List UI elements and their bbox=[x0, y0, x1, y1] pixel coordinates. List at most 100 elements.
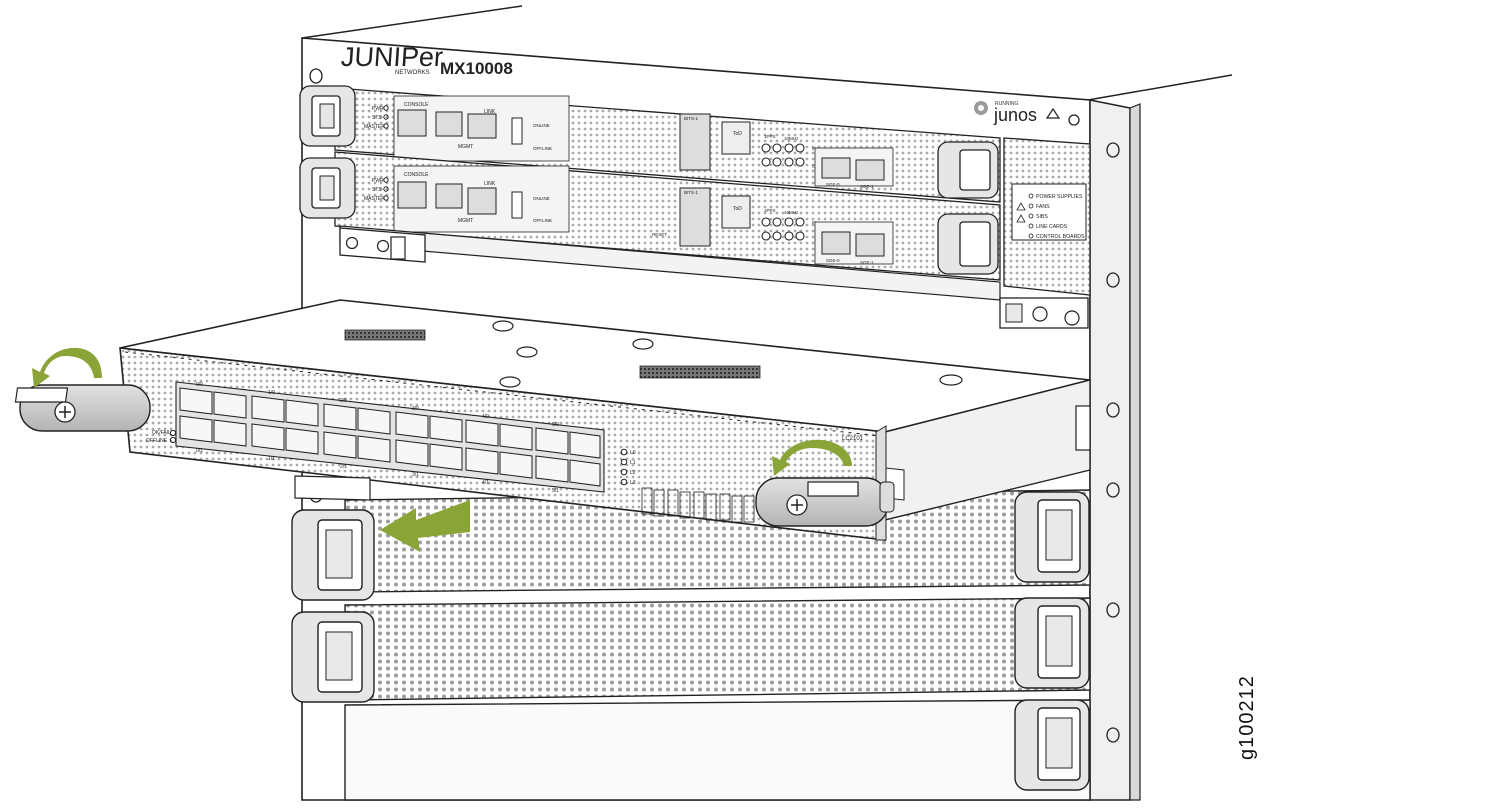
pull-out-arrow-icon bbox=[380, 500, 470, 552]
re1-bits-label: BITS-1 bbox=[684, 190, 699, 195]
legend-line-cards: LINE CARDS bbox=[1036, 224, 1068, 230]
re1-mhz-label: 10MHz bbox=[784, 210, 799, 215]
svg-text:junos: junos bbox=[993, 105, 1037, 125]
routing-engine-0: PWR STS MASTER CONSOLE LINK MGMT ONLINE … bbox=[299, 85, 1001, 203]
re0-ejector-handle[interactable] bbox=[299, 85, 356, 147]
routing-engine-1: PWR STS MASTER CONSOLE LINK MGMT ONLINE … bbox=[299, 151, 1001, 281]
svg-text:PWR: PWR bbox=[372, 106, 384, 112]
re1-sgbe1-label: SGE-1 bbox=[860, 260, 874, 265]
re0-sgbe0-port[interactable] bbox=[821, 157, 851, 179]
port-label-4-1: 4/1 bbox=[482, 480, 489, 486]
lower-slot-3 bbox=[344, 699, 1091, 801]
port-label-4-0: 4/0 bbox=[482, 414, 489, 420]
re0-pps-label: 1PPS bbox=[764, 134, 776, 139]
re1-offline-label: OFFLINE bbox=[533, 218, 552, 223]
svg-text:RUNNING: RUNNING bbox=[995, 101, 1018, 107]
port-label-3-1: 3/1 bbox=[412, 472, 419, 478]
re0-usb-port[interactable] bbox=[511, 117, 523, 145]
re0-right-handle[interactable] bbox=[937, 141, 999, 199]
junos-badge: RUNNING junos bbox=[974, 101, 1080, 126]
re1-online-label: ONLINE bbox=[533, 196, 550, 201]
left-ejector-handle[interactable] bbox=[14, 360, 172, 432]
re0-sgbe0-label: SGE-0 bbox=[826, 182, 840, 187]
re0-mgmt-rj45[interactable] bbox=[435, 111, 463, 137]
svg-text:STS: STS bbox=[372, 187, 382, 193]
lower-slot-1-right-handle[interactable] bbox=[1014, 491, 1090, 583]
re1-reset-label: RESET bbox=[652, 232, 667, 237]
re0-offline-label: OFFLINE bbox=[533, 146, 552, 151]
re0-sgbe1-port[interactable] bbox=[855, 159, 885, 181]
brand-sub: NETWORKS bbox=[395, 70, 430, 76]
legend-sibs: SIBS bbox=[1036, 214, 1048, 220]
re1-sgbe0-label: SGE-0 bbox=[826, 258, 840, 263]
svg-text:MASTER: MASTER bbox=[364, 196, 385, 202]
re0-in-label: IN bbox=[812, 146, 817, 151]
svg-text:L1: L1 bbox=[630, 460, 636, 466]
port-label-1-0: 1/0 bbox=[268, 390, 275, 396]
re1-right-handle[interactable] bbox=[937, 213, 999, 275]
re1-console-label: CONSOLE bbox=[404, 172, 429, 178]
re0-mhz-label: 10MHz bbox=[784, 136, 799, 141]
qsfp-port-cages bbox=[179, 387, 601, 487]
re1-mgmt-label: MGMT bbox=[458, 218, 473, 224]
port-label-3-0: 3/0 bbox=[412, 406, 419, 412]
lower-latch-left[interactable] bbox=[294, 475, 371, 501]
line-card-model-label: LC2101 bbox=[842, 436, 864, 442]
lower-slot-3-right-handle[interactable] bbox=[1014, 699, 1090, 791]
rack-holes-right bbox=[1106, 142, 1120, 743]
legend-control-boards: CONTROL BOARDS bbox=[1036, 234, 1085, 240]
re0-online-label: ONLINE bbox=[533, 123, 550, 128]
chassis-model: MX10008 bbox=[440, 59, 513, 78]
empty-slot-latch-right[interactable] bbox=[999, 297, 1089, 329]
re1-ejector-handle[interactable] bbox=[299, 157, 356, 219]
re1-console-port[interactable] bbox=[397, 181, 427, 209]
rotate-arrow-right-icon bbox=[772, 439, 852, 476]
re0-status-leds: PWR STS MASTER bbox=[364, 105, 389, 130]
line-card-offline-label: OFFLINE bbox=[146, 438, 168, 444]
port-label-1-1: 1/1 bbox=[268, 456, 275, 462]
svg-text:L2: L2 bbox=[630, 470, 636, 476]
re1-mgmt-sfp[interactable] bbox=[467, 187, 497, 215]
line-card-okfail-label: OK/FAIL bbox=[152, 430, 171, 436]
right-side-latch[interactable] bbox=[1075, 405, 1091, 451]
re0-bits-label: BITS-1 bbox=[684, 116, 699, 121]
lower-slot-2-left-handle[interactable] bbox=[291, 611, 375, 703]
lower-slot-2 bbox=[291, 597, 1091, 703]
lower-slot-2-right-handle[interactable] bbox=[1014, 597, 1090, 689]
lower-slot-1-left-handle[interactable] bbox=[291, 509, 375, 601]
line-card[interactable]: 0/0 1/0 2/0 3/0 4/0 5/0 0/1 1/1 2/1 3/1 … bbox=[119, 299, 1091, 541]
re0-link-label: LINK bbox=[484, 109, 496, 115]
re0-mgmt-label: MGMT bbox=[458, 144, 473, 150]
port-label-0-0: 0/0 bbox=[196, 382, 203, 388]
port-status-led-columns bbox=[641, 487, 755, 523]
re1-usb-port[interactable] bbox=[511, 191, 523, 219]
svg-text:MASTER: MASTER bbox=[364, 124, 385, 130]
port-label-2-0: 2/0 bbox=[340, 398, 347, 404]
brand-logo: JUNIPer bbox=[340, 42, 444, 72]
rotate-arrow-left-icon bbox=[32, 347, 102, 388]
re1-sgbe1-port[interactable] bbox=[855, 233, 885, 257]
fan-tray-status-panel: POWER SUPPLIES FANS SIBS LINE CARDS CONT… bbox=[1003, 137, 1091, 296]
legend-fans: FANS bbox=[1036, 204, 1050, 210]
svg-text:PWR: PWR bbox=[372, 178, 384, 184]
svg-text:L3: L3 bbox=[630, 480, 636, 486]
re1-pps-label: 1PPS bbox=[764, 208, 776, 213]
port-label-2-1: 2/1 bbox=[340, 464, 347, 470]
svg-text:STS: STS bbox=[372, 115, 382, 121]
re0-mgmt-sfp[interactable] bbox=[467, 113, 497, 139]
port-label-5-0: 5/0 bbox=[552, 422, 559, 428]
right-ejector-handle[interactable] bbox=[755, 477, 895, 527]
lane-leds: L0 L1 L2 L3 bbox=[620, 448, 636, 486]
svg-text:L0: L0 bbox=[630, 450, 636, 456]
re0-tod-label: ToD bbox=[733, 131, 742, 137]
re0-sgbe1-label: SGE-1 bbox=[860, 184, 874, 189]
re1-link-label: LINK bbox=[484, 181, 496, 187]
re1-sgbe0-port[interactable] bbox=[821, 231, 851, 255]
re0-console-port[interactable] bbox=[397, 109, 427, 137]
re1-status-leds: PWR STS MASTER bbox=[364, 177, 389, 202]
re1-in-label: IN bbox=[812, 220, 817, 225]
re1-tod-label: ToD bbox=[733, 206, 742, 212]
port-label-0-1: 0/1 bbox=[196, 448, 203, 454]
re1-mgmt-rj45[interactable] bbox=[435, 183, 463, 209]
